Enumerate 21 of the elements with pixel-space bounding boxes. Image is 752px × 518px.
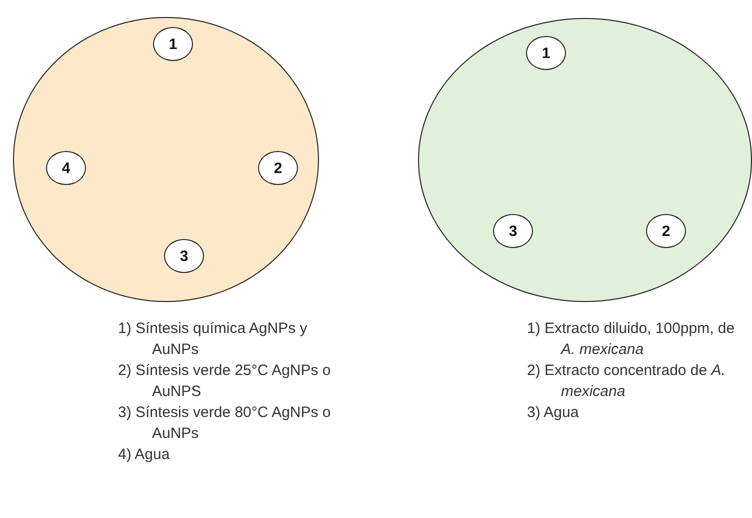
well-number: 2 bbox=[662, 222, 670, 240]
legend-item: 1) Síntesis química AgNPs y AuNPs bbox=[118, 319, 308, 360]
legend-item: 4) Agua bbox=[118, 445, 171, 465]
well-number: 1 bbox=[168, 36, 178, 52]
well-circle bbox=[164, 239, 204, 273]
well-number: 3 bbox=[180, 248, 188, 264]
legend-item: 1) Extracto diluido, 100ppm, de A. mexicana bbox=[527, 319, 736, 360]
well-circle bbox=[258, 151, 298, 185]
legend-item: 3) Síntesis verde 80°C AgNPs o AuNPs bbox=[118, 403, 332, 444]
well-circle bbox=[493, 214, 533, 248]
well-number: 3 bbox=[508, 222, 518, 240]
well-circle bbox=[46, 151, 86, 185]
well-circle bbox=[646, 214, 686, 248]
legend-item: 2) Síntesis verde 25°C AgNPs o AuNPS bbox=[118, 361, 332, 402]
well-circle bbox=[526, 36, 566, 70]
well-circle bbox=[153, 27, 193, 61]
well-number: 4 bbox=[62, 160, 70, 176]
legend-item: 2) Extracto concentrado de A. mexicana bbox=[527, 361, 726, 402]
well-number: 1 bbox=[542, 44, 550, 62]
legend-item: 3) Agua bbox=[527, 403, 580, 423]
well-number: 2 bbox=[274, 160, 282, 176]
